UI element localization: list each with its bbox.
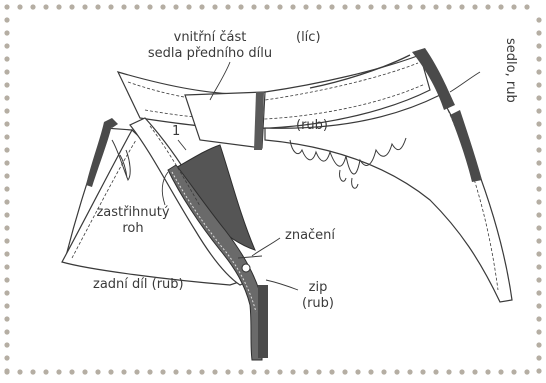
label-clipped-corner: zastřihnutý roh	[88, 205, 178, 237]
zip-pull	[242, 264, 250, 272]
leader-number-one	[178, 140, 186, 150]
leader-marking	[252, 238, 280, 256]
label-inner-yoke: vnitřní část sedla předního dílu	[140, 30, 280, 62]
label-clipped-corner-line1: zastřihnutý	[88, 205, 178, 221]
label-clipped-corner-line2: roh	[88, 221, 178, 237]
zip-tail	[258, 285, 268, 358]
label-yoke-wrong-line1: sedlo,	[503, 38, 518, 77]
label-zip-line2: (rub)	[298, 296, 338, 312]
inner-yoke-piece	[185, 92, 265, 148]
label-yoke-wrong-line2: rub	[503, 81, 518, 103]
label-inner-yoke-line2: sedla předního dílu	[140, 46, 280, 62]
leader-zip	[266, 280, 298, 290]
label-inner-yoke-line1: vnitřní část	[140, 30, 280, 46]
label-number-one: 1	[172, 124, 180, 140]
leader-yoke-rub	[450, 72, 480, 92]
label-zip: zip (rub)	[298, 280, 338, 312]
label-yoke-wrong: sedlo, rub	[502, 38, 518, 103]
label-wrong-side: (rub)	[296, 118, 328, 134]
label-zip-line1: zip	[298, 280, 338, 296]
label-face: (líc)	[296, 30, 321, 46]
label-marking: značení	[285, 228, 335, 244]
label-back-piece: zadní díl (rub)	[93, 277, 184, 293]
